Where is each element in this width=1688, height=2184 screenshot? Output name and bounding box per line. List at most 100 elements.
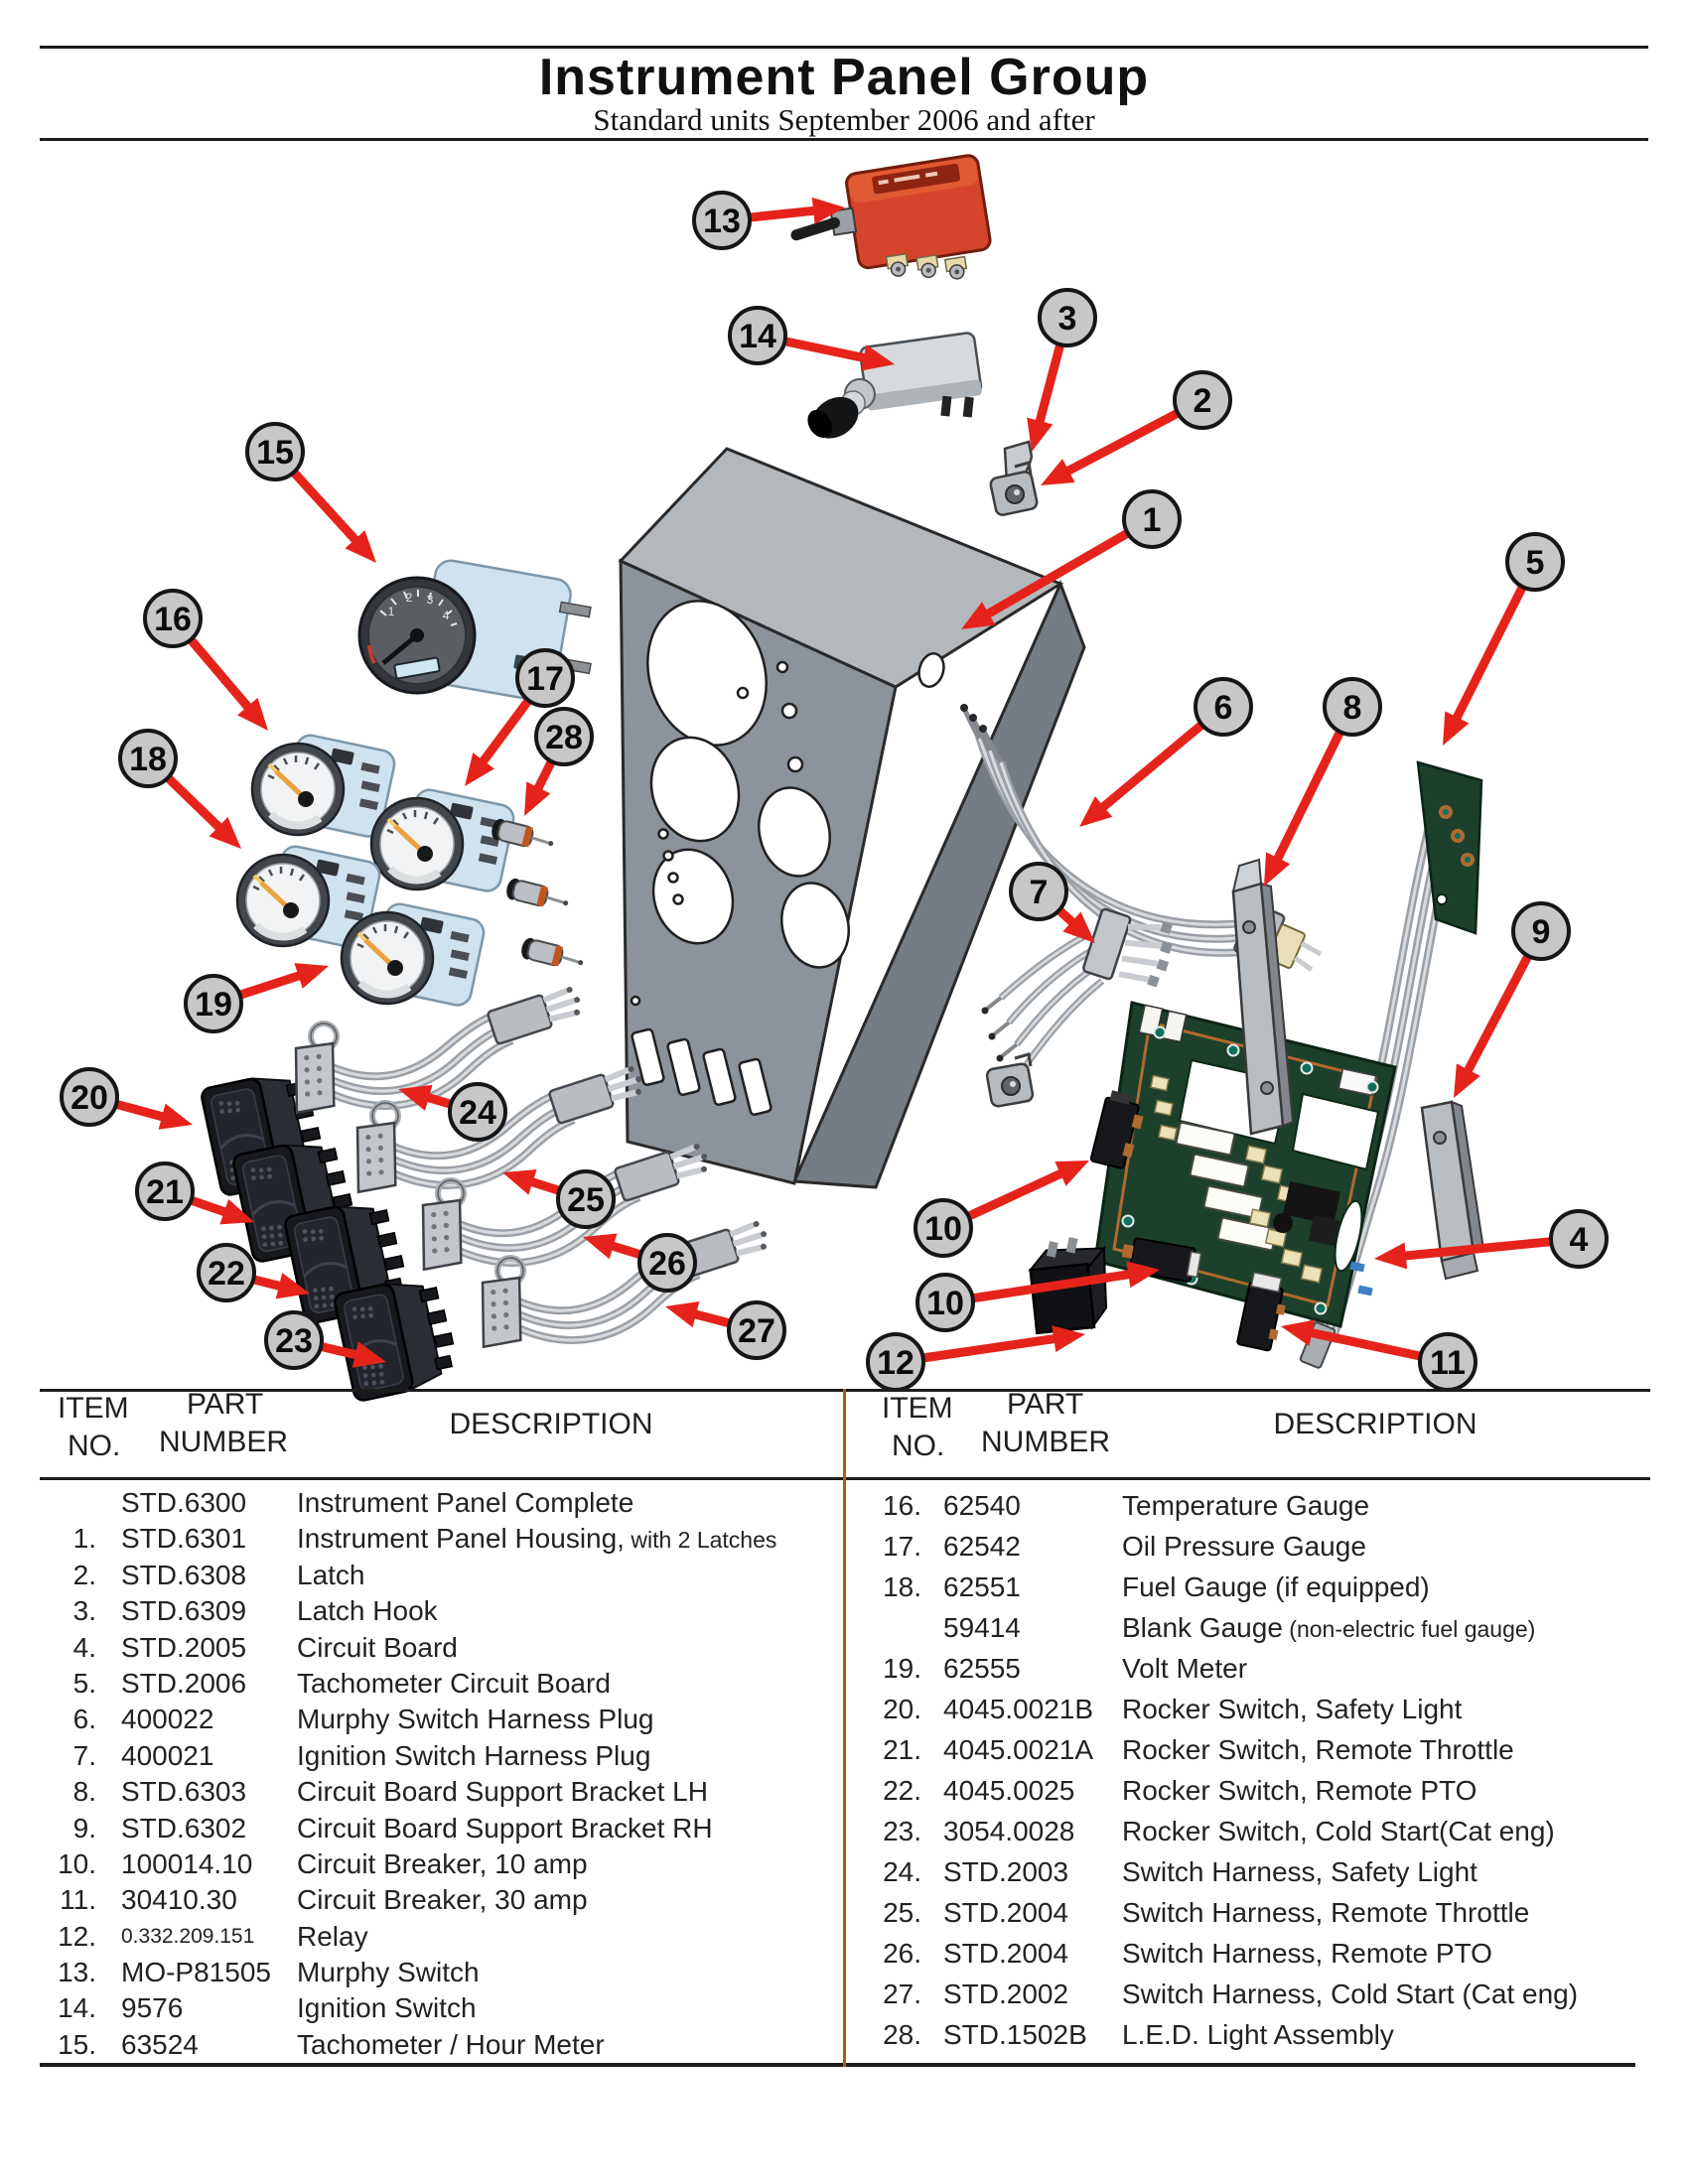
description-cell: L.E.D. Light Assembly [1122,2019,1394,2050]
callout-21: 21 [135,1161,254,1225]
description-cell: Rocker Switch, Remote PTO [1122,1775,1477,1806]
part-number-cell: 63524 [121,2028,199,2060]
description-cell: Circuit Board Support Bracket RH [297,1812,713,1843]
callout-11: 11 [1281,1319,1477,1392]
description-cell: Circuit Board Support Bracket LH [297,1776,708,1808]
description-cell: Switch Harness, Cold Start (Cat eng) [1122,1979,1579,2009]
col-header-description: DESCRIPTION [449,1408,653,1440]
description-cell: Fuel Gauge (if equipped) [1122,1571,1430,1602]
callout-28: 28 [524,707,594,816]
part-number-cell: 100014.10 [121,1847,253,1879]
callout-10: 10 [915,1261,1160,1332]
callout-number: 9 [1532,913,1551,951]
item-no-cell: 28. [883,2019,921,2050]
col-header-item: NO. [68,1430,121,1462]
item-no-cell: 5. [72,1667,96,1699]
description-cell: Latch Hook [297,1595,438,1627]
callout-number: 22 [208,1255,245,1293]
description-cell: Temperature Gauge [1122,1490,1370,1521]
part-number-cell: 4045.0025 [943,1775,1075,1806]
page-title: Instrument Panel Group [538,49,1150,106]
part-number-cell: 0.332.209.151 [121,1924,255,1948]
col-header-item: ITEM [58,1392,129,1425]
page-subtitle: Standard units September 2006 and after [593,102,1095,137]
part-number-cell: STD.2006 [121,1667,247,1699]
item-no-cell: 9. [72,1812,96,1843]
item-no-cell: 19. [883,1653,921,1684]
description-cell: Switch Harness, Safety Light [1122,1856,1477,1887]
callout-number: 16 [154,601,192,638]
callout-number: 23 [275,1322,313,1360]
item-no-cell: 4. [72,1631,96,1663]
description-cell: Volt Meter [1122,1653,1248,1684]
callout-number: 3 [1058,300,1077,338]
circuit-breaker-10amp-part [1121,1237,1202,1283]
instrument-panel-housing [618,447,1086,1189]
part-number-cell: 4045.0021B [943,1694,1094,1724]
callout-number: 12 [877,1344,914,1382]
callout-number: 18 [129,741,167,778]
callout-number: 4 [1570,1221,1589,1259]
callout-number: 28 [545,719,583,756]
callout-15: 15 [245,422,376,563]
callout-10: 10 [914,1160,1089,1258]
item-no-cell: 2. [72,1559,96,1590]
callout-number: 6 [1214,689,1233,727]
callout-3: 3 [1027,288,1097,452]
item-no-cell: 8. [72,1776,96,1808]
callout-number: 2 [1194,382,1212,420]
callout-20: 20 [60,1067,193,1130]
top-rule [40,46,1648,49]
callout-8: 8 [1264,677,1382,887]
item-no-cell: 3. [72,1595,96,1627]
part-number-cell: STD.2004 [943,1938,1069,1969]
callout-number: 19 [195,986,232,1024]
part-number-cell: 4045.0021A [943,1734,1094,1765]
item-no-cell: 27. [883,1979,921,2009]
callout-number: 10 [926,1285,964,1322]
item-no-cell: 12. [58,1920,96,1952]
part-number-cell: 30410.30 [121,1884,237,1916]
description-cell: Rocker Switch, Cold Start(Cat eng) [1122,1816,1555,1846]
callout-16: 16 [143,589,268,731]
part-number-cell: STD.6302 [121,1812,247,1843]
callout-19: 19 [184,963,329,1033]
callout-18: 18 [118,729,241,849]
item-no-cell: 15. [58,2028,96,2060]
col-header-part: NUMBER [159,1426,289,1458]
circuit-breaker-30amp-part [1236,1271,1286,1352]
part-number-cell: 59414 [943,1612,1021,1643]
callout-9: 9 [1454,901,1571,1098]
callout-number: 20 [70,1079,108,1117]
callout-27: 27 [665,1300,786,1360]
callout-number: 1 [1143,501,1162,539]
part-number-cell: MO-P81505 [121,1957,271,1988]
item-no-cell: 24. [883,1856,921,1887]
rocker-switch-cold-start-part [332,1271,463,1404]
circuit-breaker-10amp-part [1089,1090,1144,1169]
part-number-cell: STD.2005 [121,1631,247,1663]
callout-1: 1 [961,489,1182,629]
description-cell: Circuit Breaker, 10 amp [297,1847,588,1879]
callout-14: 14 [728,306,895,371]
item-no-cell: 14. [58,1992,96,2024]
callout-number: 24 [459,1094,496,1132]
oil-pressure-gauge-part [371,787,516,893]
description-cell: Switch Harness, Remote Throttle [1122,1897,1530,1928]
part-number-cell: 3054.0028 [943,1816,1075,1846]
callout-26: 26 [583,1233,697,1293]
item-no-cell: 13. [58,1957,96,1988]
callout-6: 6 [1079,677,1253,827]
